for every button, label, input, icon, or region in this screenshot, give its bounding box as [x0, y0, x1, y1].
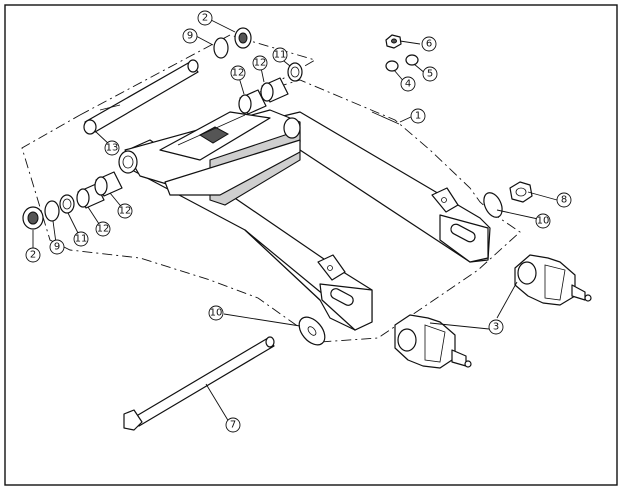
callout-11-lower: 11 — [73, 231, 89, 247]
svg-text:13: 13 — [106, 143, 119, 154]
callout-7: 7 — [225, 417, 241, 433]
svg-text:8: 8 — [561, 195, 567, 206]
chain-adjuster-3-left — [394, 314, 472, 369]
bearing-12-upper-a — [238, 89, 267, 115]
callout-9-upper: 9 — [182, 28, 198, 44]
collar-11-lower — [59, 194, 75, 214]
swingarm — [118, 109, 491, 331]
svg-text:1: 1 — [415, 111, 421, 122]
pivot-shaft-13 — [83, 59, 199, 135]
washer-4 — [385, 60, 399, 72]
nut-6 — [385, 34, 402, 49]
collar-11-upper — [287, 62, 303, 82]
dust-seal-2-upper — [234, 27, 252, 49]
callout-12-lower-b: 12 — [117, 203, 133, 219]
callout-2-upper: 2 — [197, 10, 213, 26]
callout-3: 3 — [488, 319, 504, 335]
callout-5: 5 — [422, 66, 438, 82]
svg-text:3: 3 — [493, 322, 499, 333]
callout-2-lower: 2 — [25, 247, 41, 263]
callout-11-upper: 11 — [272, 47, 288, 63]
callout-8: 8 — [556, 192, 572, 208]
svg-text:5: 5 — [427, 69, 433, 80]
assembly-boundary-line — [21, 34, 521, 343]
callout-1: 1 — [410, 108, 426, 124]
oring-9-upper — [213, 37, 229, 59]
svg-text:10: 10 — [210, 308, 223, 319]
dust-seal-2-lower — [22, 206, 44, 230]
svg-text:10: 10 — [537, 216, 550, 227]
callout-6: 6 — [421, 36, 437, 52]
washer-10-lower — [298, 316, 326, 346]
callout-4: 4 — [400, 76, 416, 92]
svg-text:12: 12 — [97, 224, 110, 235]
svg-text:2: 2 — [30, 250, 36, 261]
svg-text:2: 2 — [202, 13, 208, 24]
svg-text:12: 12 — [119, 206, 132, 217]
bearing-12-upper-b — [260, 77, 289, 103]
washer-10-right — [483, 192, 503, 218]
svg-text:11: 11 — [274, 50, 287, 61]
svg-text:7: 7 — [230, 420, 236, 431]
callout-12-upper-a: 12 — [252, 55, 268, 71]
svg-text:11: 11 — [75, 234, 88, 245]
rear-axle-7 — [123, 336, 275, 431]
chain-adjuster-3-right — [514, 254, 592, 306]
svg-text:12: 12 — [254, 58, 267, 69]
callout-13: 13 — [104, 140, 120, 156]
callout-12-lower-a: 12 — [95, 221, 111, 237]
axle-nut-8 — [509, 181, 533, 203]
callout-10-lower: 10 — [208, 305, 224, 321]
callout-10-right: 10 — [535, 213, 551, 229]
washer-5 — [405, 54, 419, 66]
callout-12-upper-b: 12 — [230, 65, 246, 81]
svg-text:9: 9 — [187, 31, 193, 42]
svg-text:12: 12 — [232, 68, 245, 79]
oring-9-lower — [44, 200, 60, 222]
svg-text:4: 4 — [405, 79, 411, 90]
bearing-12-lower-b — [94, 171, 123, 197]
diagram-frame — [4, 4, 618, 486]
svg-text:9: 9 — [54, 242, 60, 253]
callout-9-lower: 9 — [49, 239, 65, 255]
svg-text:6: 6 — [426, 39, 432, 50]
